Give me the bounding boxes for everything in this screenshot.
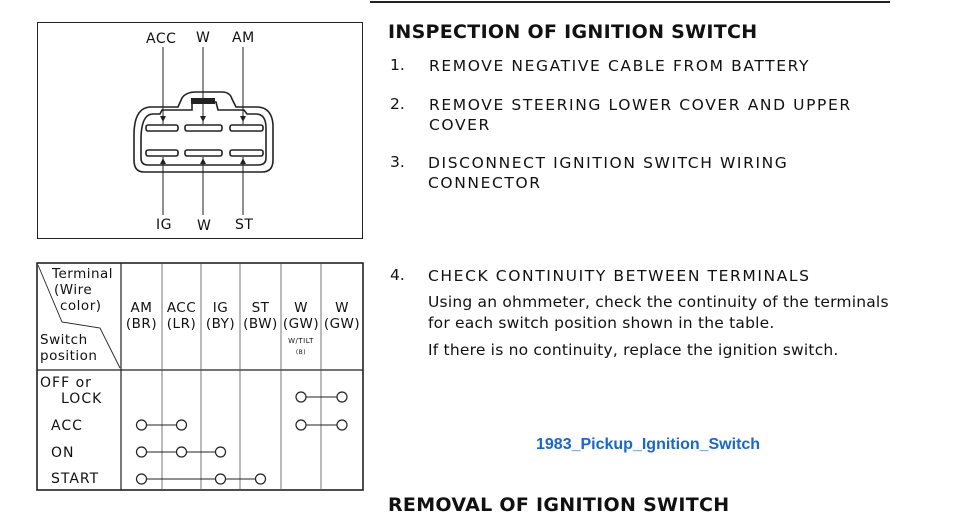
column-note: (B) <box>295 349 307 356</box>
wire-color: (BY) <box>205 316 236 332</box>
step-3: DISCONNECT IGNITION SWITCH WIRING CONNECT… <box>428 153 788 193</box>
corner-text: color) <box>60 298 102 314</box>
continuity-terminal <box>175 446 188 458</box>
step-2: REMOVE STEERING LOWER COVER AND UPPER COV… <box>429 95 852 135</box>
row-label-start: START <box>51 471 100 487</box>
step-text: DISCONNECT IGNITION SWITCH WIRING <box>428 154 789 172</box>
continuity-terminal <box>336 419 348 431</box>
row-label-lock: LOCK <box>61 391 103 407</box>
step-1: REMOVE NEGATIVE CABLE FROM BATTERY <box>429 57 811 75</box>
document-link[interactable]: 1983_Pickup_Ignition_Switch <box>536 436 761 453</box>
terminal-name: AM <box>130 300 153 316</box>
continuity-table <box>36 262 364 491</box>
step-4: CHECK CONTINUITY BETWEEN TERMINALS <box>428 267 811 285</box>
column-header: W(GW) W/TILT (B) <box>281 300 321 358</box>
wire-color: (BW) <box>243 316 278 332</box>
column-header: IG(BY) <box>201 300 240 332</box>
step-text: CONNECTOR <box>428 174 542 192</box>
column-header: W(GW) <box>321 300 363 332</box>
continuity-terminal <box>135 446 148 458</box>
corner-text: Switch <box>40 332 88 348</box>
continuity-terminal <box>214 473 227 485</box>
next-section-heading: REMOVAL OF IGNITION SWITCH <box>388 494 730 516</box>
step-text: REMOVE STEERING LOWER COVER AND UPPER <box>429 96 852 114</box>
replace-paragraph: If there is no continuity, replace the i… <box>428 341 839 359</box>
paragraph-text: for each switch position shown in the ta… <box>428 314 775 332</box>
corner-header-switch: Switch position <box>40 332 97 364</box>
terminal-label-am: AM <box>232 30 255 46</box>
column-header: AM(BR) <box>121 300 162 332</box>
terminal-name: W <box>335 300 349 316</box>
connector-drawing <box>133 47 274 215</box>
continuity-terminal <box>135 419 148 431</box>
continuity-terminal <box>336 391 348 403</box>
wire-color: (GW) <box>323 316 361 332</box>
corner-text: position <box>40 348 98 364</box>
corner-text: (Wire <box>54 282 93 298</box>
row-label-on: ON <box>51 445 75 461</box>
step-number: 3. <box>390 153 405 171</box>
row-label-acc: ACC <box>51 418 83 434</box>
top-rule <box>370 1 890 3</box>
terminal-label-ig: IG <box>156 217 172 233</box>
continuity-terminal <box>295 391 307 403</box>
paragraph-text: Using an ohmmeter, check the continuity … <box>428 293 889 311</box>
continuity-terminal <box>295 419 307 431</box>
continuity-terminal <box>175 419 188 431</box>
terminal-label-w-bottom: W <box>197 218 212 234</box>
continuity-terminal <box>135 473 148 485</box>
column-header: ST(BW) <box>240 300 281 332</box>
wire-color: (GW) <box>282 316 320 332</box>
instruction-paragraph: Using an ohmmeter, check the continuity … <box>428 292 889 334</box>
terminal-name: ST <box>251 300 270 316</box>
continuity-terminal <box>254 473 267 485</box>
terminal-label-w-top: W <box>196 30 211 46</box>
corner-header-terminal: Terminal (Wire color) <box>52 266 113 314</box>
continuity-terminal <box>214 446 227 458</box>
terminal-label-acc: ACC <box>146 31 177 47</box>
step-number: 1. <box>390 56 405 74</box>
column-note: W/TILT <box>288 337 314 345</box>
corner-text: Terminal <box>52 266 114 282</box>
terminal-name: IG <box>212 300 229 316</box>
connector-diagram <box>37 22 363 239</box>
row-label-off: OFF or <box>40 375 92 391</box>
section-title: INSPECTION OF IGNITION SWITCH <box>388 21 758 43</box>
column-header: ACC(LR) <box>162 300 201 332</box>
wire-color: (BR) <box>125 316 158 332</box>
step-number: 4. <box>390 266 405 284</box>
step-number: 2. <box>390 95 405 113</box>
terminal-name: W <box>294 300 308 316</box>
terminal-name: ACC <box>166 300 197 316</box>
wire-color: (LR) <box>166 316 197 332</box>
step-text: COVER <box>429 116 491 134</box>
terminal-label-st: ST <box>235 217 254 233</box>
